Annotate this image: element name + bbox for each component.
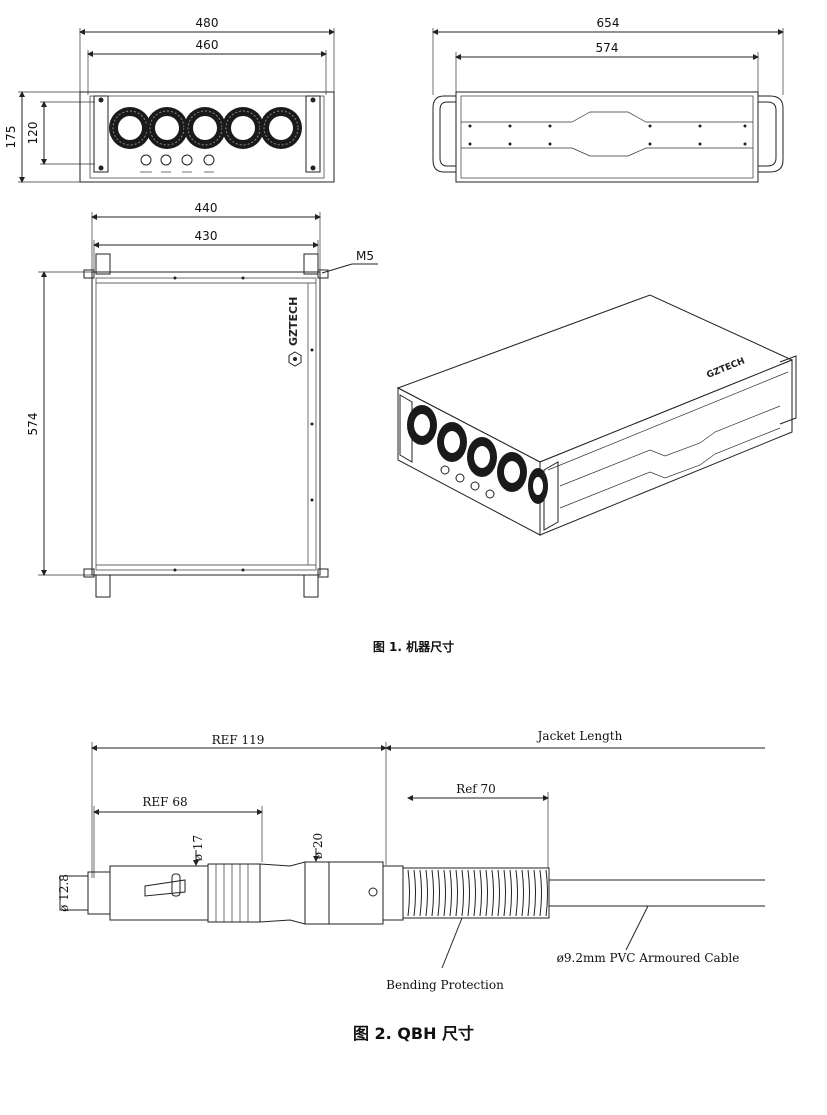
isometric-view: GZTECH: [396, 294, 797, 536]
dim-front-480: 480: [196, 16, 219, 30]
coil-rib: [497, 869, 500, 917]
coil-rib: [473, 869, 476, 917]
coil-rib: [527, 869, 530, 917]
fan-icon: [528, 468, 548, 504]
coil-rib: [533, 869, 536, 917]
ref-68-label: REF 68: [142, 795, 187, 809]
top-view-brand: GZTECH: [287, 297, 300, 346]
coil-rib: [479, 869, 482, 917]
coil-rib: [485, 869, 488, 917]
front-view: 480 460 175 120: [4, 16, 335, 183]
dim-side-654: 654: [597, 16, 620, 30]
figure1-caption: 图 1. 机器尺寸: [372, 640, 455, 654]
qbh-drawing: REF 119 Jacket Length REF 68 Ref 70: [57, 729, 765, 992]
dia-12-8-label: ø 12.8: [57, 874, 71, 912]
fan-icon: [184, 107, 226, 149]
fan-icon: [407, 405, 437, 445]
dim-front-460: 460: [196, 38, 219, 52]
top-view: 440 430 574 M5: [26, 201, 378, 598]
coil-rib: [437, 869, 440, 917]
coil-rib: [419, 869, 422, 917]
dim-top-430: 430: [195, 229, 218, 243]
cable-label: ø9.2mm PVC Armoured Cable: [557, 951, 740, 965]
coil-rib: [491, 869, 494, 917]
coil-rib: [515, 869, 518, 917]
dim-front-175: 175: [4, 126, 18, 149]
jacket-length-label: Jacket Length: [536, 729, 623, 743]
dim-side-574: 574: [596, 41, 619, 55]
dia-20-label: ø 20: [311, 833, 325, 859]
fan-icon: [222, 107, 264, 149]
fan-icon: [497, 452, 527, 492]
dim-front-120: 120: [26, 122, 40, 145]
coil-rib: [503, 869, 506, 917]
coil-rib: [431, 869, 434, 917]
m5-label: M5: [356, 249, 374, 263]
coil-rib: [461, 869, 464, 917]
fan-icon: [109, 107, 151, 149]
dia-17-label: ø 17: [191, 835, 205, 861]
bending-protection-label: Bending Protection: [386, 978, 504, 992]
coil-rib: [449, 869, 452, 917]
ref-119-label: REF 119: [212, 733, 265, 747]
fan-icon: [260, 107, 302, 149]
figure2-caption: 图 2. QBH 尺寸: [352, 1024, 475, 1043]
side-view: 654 574: [432, 16, 784, 183]
coil-rib: [545, 869, 548, 917]
fan-icon: [146, 107, 188, 149]
coil-rib: [467, 869, 470, 917]
gztech-logo-icon: [288, 351, 302, 367]
dim-top-574: 574: [26, 413, 40, 436]
coil-rib: [509, 869, 512, 917]
coil-rib: [425, 869, 428, 917]
coil-rib: [455, 869, 458, 917]
coil-rib: [539, 869, 542, 917]
coil-rib: [407, 869, 410, 917]
fan-icon: [467, 437, 497, 477]
dim-top-440: 440: [195, 201, 218, 215]
fan-icon: [437, 422, 467, 462]
coil-rib: [413, 869, 416, 917]
coil-rib: [521, 869, 524, 917]
coil-rib: [443, 869, 446, 917]
ref-70-label: Ref 70: [456, 782, 496, 796]
